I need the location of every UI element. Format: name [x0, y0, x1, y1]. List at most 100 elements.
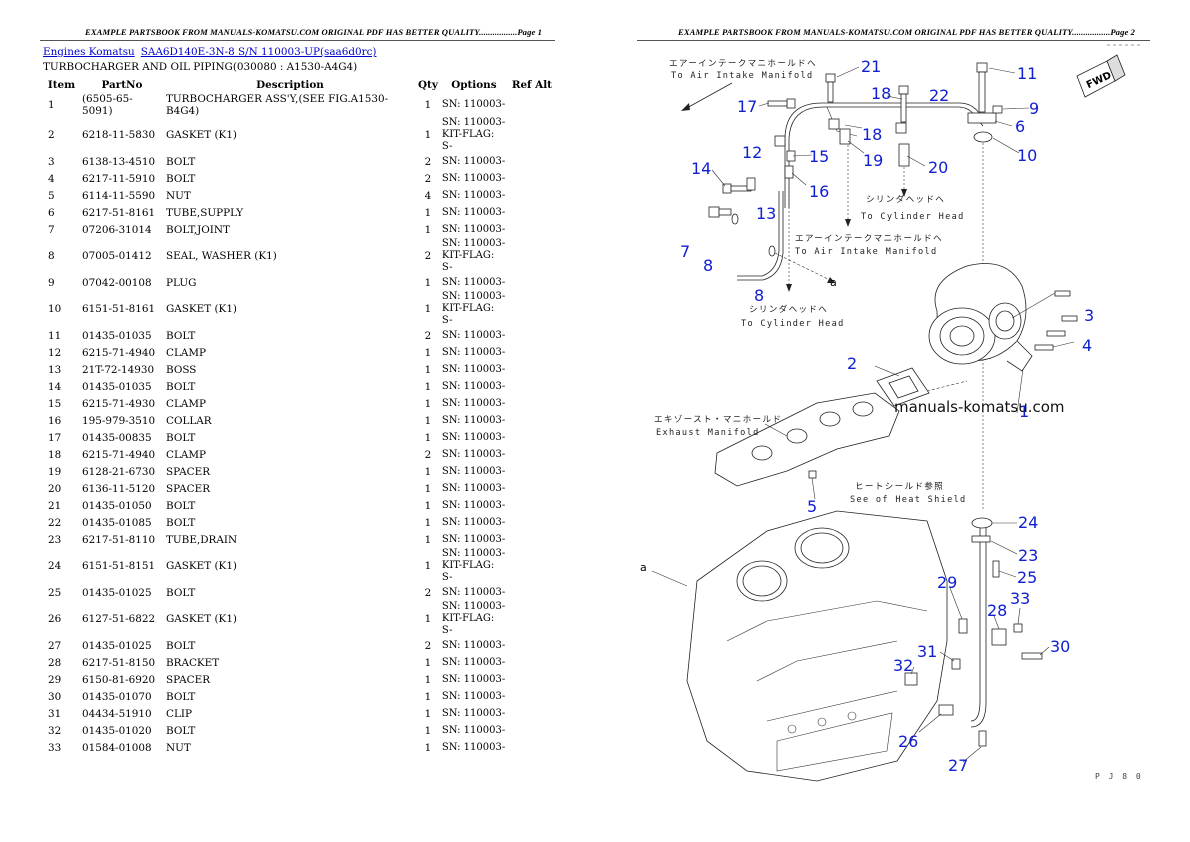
cell-partno: 6215-71-4930 — [82, 397, 156, 410]
cell-ref-alt — [508, 497, 556, 514]
washer-8a-icon — [731, 213, 739, 225]
col-header-ref-alt: Ref Alt — [511, 78, 552, 91]
parts-table: Item PartNo Description Qty Options Ref … — [43, 76, 556, 756]
callout-11: 11 — [1017, 64, 1037, 83]
cell-item: 29 — [48, 673, 62, 686]
callout-23: 23 — [1018, 546, 1038, 565]
cell-item: 8 — [48, 250, 55, 262]
cell-options: SN: 110003- — [441, 99, 506, 110]
cell-ref-alt — [508, 238, 556, 274]
cell-options: SN: 110003- — [441, 724, 506, 736]
callout-4: 4 — [1082, 336, 1092, 355]
cell-ref-alt — [508, 584, 556, 601]
cell-item: 18 — [48, 448, 62, 461]
cell-qty: 2 — [424, 448, 432, 461]
cell-partno: 01435-01070 — [82, 690, 152, 703]
cell-description: BOLT — [166, 586, 196, 599]
cell-description: BOLT — [166, 431, 196, 444]
cell-options: SN: 110003- — [441, 586, 506, 598]
cell-options: SN: 110003- — [441, 329, 506, 341]
cell-options: SN: 110003- — [441, 639, 506, 651]
cell-options: SN: 110003- KIT-FLAG: S- — [441, 291, 506, 326]
cell-qty: 2 — [424, 639, 432, 652]
cell-item: 2 — [48, 129, 55, 141]
cell-partno: 6151-51-8151 — [82, 560, 156, 572]
bolt-21-icon — [825, 73, 836, 103]
cell-partno: 01435-01025 — [82, 639, 152, 652]
table-header-row: Item PartNo Description Qty Options Ref … — [43, 76, 556, 93]
cell-ref-alt — [508, 327, 556, 344]
label-heat-shield-jp: ヒートシールド参照 — [855, 480, 944, 492]
callout-17: 17 — [737, 97, 757, 116]
cell-options: SN: 110003- — [441, 690, 506, 702]
breadcrumb-link-engines[interactable]: Engines Komatsu — [43, 46, 135, 58]
cell-description: NUT — [166, 741, 191, 754]
cell-ref-alt — [508, 378, 556, 395]
cell-ref-alt — [508, 688, 556, 705]
cell-description: TUBE,SUPPLY — [166, 206, 244, 219]
cell-ref-alt — [508, 412, 556, 429]
nut-5-icon — [808, 470, 817, 479]
callout-15: 15 — [809, 147, 829, 166]
cell-item: 22 — [48, 516, 62, 529]
callout-22: 22 — [929, 86, 949, 105]
bolt-25-icon — [992, 560, 1000, 578]
callout-24: 24 — [1018, 513, 1038, 532]
cell-description: BOLT — [166, 690, 196, 703]
cell-ref-alt — [508, 291, 556, 327]
cell-qty: 1 — [424, 223, 432, 236]
label-air-intake-jp-1: エアーインテークマニホールドへ — [669, 58, 817, 69]
bolt-32-icon — [904, 672, 918, 686]
callout-21: 21 — [861, 57, 881, 76]
cell-ref-alt — [508, 344, 556, 361]
bolt-3b-icon — [1061, 315, 1078, 322]
label-air-intake-en-1: To Air Intake Manifold — [671, 71, 813, 81]
cell-partno: 6127-51-6822 — [82, 613, 156, 625]
cell-description: CLIP — [166, 707, 192, 720]
cell-item: 14 — [48, 380, 62, 393]
cell-options: SN: 110003- — [441, 656, 506, 668]
cell-ref-alt — [508, 654, 556, 671]
callout-10: 10 — [1017, 146, 1037, 165]
cell-description: GASKET (K1) — [166, 560, 237, 572]
cell-partno: 01435-01035 — [82, 380, 152, 393]
cell-qty: 1 — [424, 741, 432, 754]
cell-partno: 04434-51910 — [82, 707, 152, 720]
cell-options: SN: 110003- — [441, 482, 506, 494]
cell-ref-alt — [508, 671, 556, 688]
callout-29: 29 — [937, 573, 957, 592]
cell-ref-alt — [508, 221, 556, 238]
cell-partno: 6217-51-8161 — [82, 206, 156, 219]
cell-item: 20 — [48, 482, 62, 495]
breadcrumb: Engines Komatsu SAA6D140E-3N-8 S/N 110003… — [43, 46, 376, 58]
spacer-20-icon — [898, 143, 910, 167]
cell-options: SN: 110003- — [441, 414, 506, 426]
cell-qty: 1 — [424, 613, 432, 625]
cell-qty: 1 — [424, 129, 432, 141]
cell-options: SN: 110003- — [441, 380, 506, 392]
bolt-4a-icon — [1046, 330, 1066, 337]
cell-description: BOLT — [166, 172, 196, 185]
cell-partno: 6136-11-5120 — [82, 482, 156, 495]
callout-8b: 8 — [754, 286, 764, 305]
cell-description: SPACER — [166, 482, 211, 495]
label-air-intake-jp-2: エアーインテークマニホールドへ — [795, 233, 943, 244]
breadcrumb-link-model[interactable]: SAA6D140E-3N-8 S/N 110003-UP(saa6d0rc) — [140, 46, 377, 58]
bolt-22-icon — [898, 85, 909, 123]
cell-item: 9 — [48, 276, 55, 289]
cell-description: NUT — [166, 189, 191, 202]
cell-qty: 1 — [424, 414, 432, 427]
cell-options: SN: 110003- — [441, 172, 506, 184]
cell-ref-alt — [508, 204, 556, 221]
cell-description: BOLT — [166, 499, 196, 512]
label-exhaust-jp: エキゾースト・マニホールド — [654, 414, 782, 425]
label-cyl-jp-2: シリンダヘッドへ — [749, 303, 828, 315]
callout-19: 19 — [863, 151, 883, 170]
clamp-18a-icon — [828, 118, 840, 130]
